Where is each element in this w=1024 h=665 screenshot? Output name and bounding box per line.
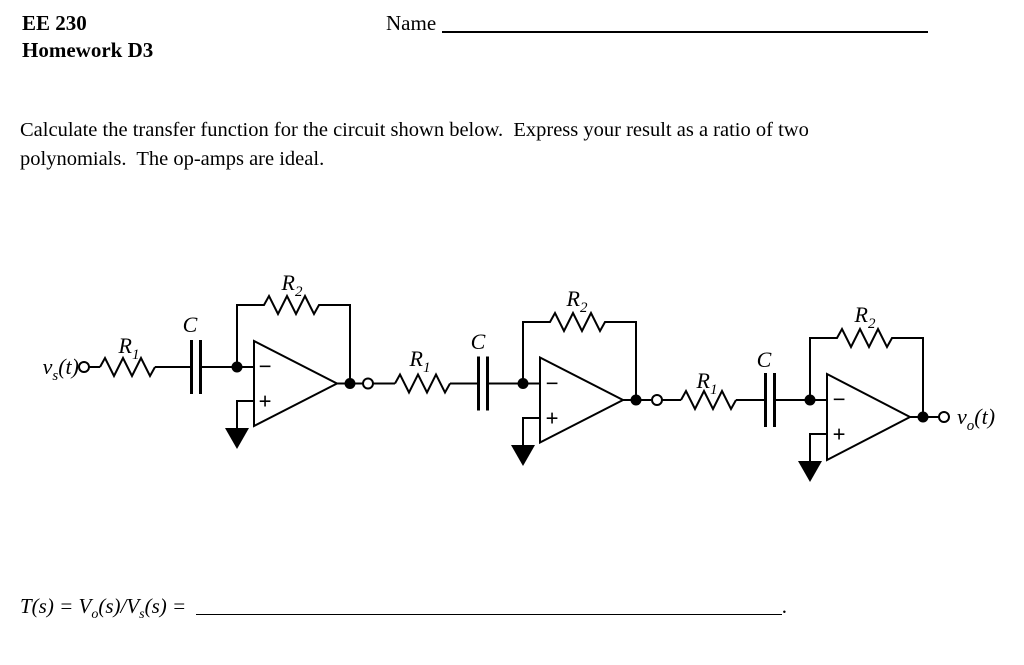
r2-label-stage2: R2 xyxy=(566,286,588,316)
node-dot xyxy=(517,378,529,389)
opamp-triangle-stage1 xyxy=(253,339,340,428)
ground-icon xyxy=(798,461,822,482)
output-voltage-label: vo(t) xyxy=(957,404,995,434)
r2-label-stage3: R2 xyxy=(854,302,876,332)
feedback-r2-stage3 xyxy=(809,326,924,413)
resistor-r1-stage1 xyxy=(99,355,156,379)
wire xyxy=(236,400,254,428)
r2-label-stage1: R2 xyxy=(281,270,303,300)
stage2-output-terminal xyxy=(651,394,663,406)
name-label: Name xyxy=(386,11,437,35)
formula-subscript: o xyxy=(91,607,99,623)
node-dot xyxy=(231,361,243,373)
inverting-input-sign: − xyxy=(832,387,845,412)
r1-label-stage2: R1 xyxy=(409,346,431,376)
formula-period: . xyxy=(782,594,788,618)
c-label-stage1: C xyxy=(183,312,198,337)
ground-icon xyxy=(511,445,535,466)
noninverting-input-sign: + xyxy=(258,389,271,414)
transfer-function-answer: T(s) = Vo(s)/Vs(s) =. xyxy=(20,594,787,623)
node-dot xyxy=(917,411,929,423)
feedback-r2-stage1 xyxy=(236,293,351,380)
node-dot xyxy=(804,394,816,406)
noninverting-input-sign: + xyxy=(832,422,845,447)
wire xyxy=(522,417,540,445)
stage1-output-terminal xyxy=(362,377,374,390)
formula-subscript: s xyxy=(139,607,145,623)
wire xyxy=(809,433,827,461)
opamp-triangle-stage2 xyxy=(539,355,626,445)
formula-text: (s)/V xyxy=(98,594,140,618)
node-dot xyxy=(630,394,642,406)
opamp-triangle-stage3 xyxy=(826,372,913,462)
r1-label-stage3: R1 xyxy=(696,368,718,398)
resistor-r1-stage3 xyxy=(680,388,737,412)
formula-text: (s) = xyxy=(144,594,187,618)
source-voltage-label: vs(t) xyxy=(43,354,79,384)
answer-blank-line xyxy=(196,610,783,615)
node-dot xyxy=(344,378,356,389)
opamp-stage-2: R1 C R2 − + xyxy=(394,286,681,466)
problem-text-line1: Calculate the transfer function for the … xyxy=(20,119,809,141)
input-terminal xyxy=(78,361,90,373)
assignment-title: Homework D3 xyxy=(22,38,154,62)
noninverting-input-sign: + xyxy=(545,406,558,431)
formula-text: T(s) = V xyxy=(20,594,92,618)
c-label-stage3: C xyxy=(757,347,772,372)
output-terminal xyxy=(938,411,950,423)
name-blank-line xyxy=(442,16,928,33)
c-label-stage2: C xyxy=(471,329,486,354)
inverting-input-sign: − xyxy=(545,371,558,396)
ground-icon xyxy=(225,428,249,449)
r1-label-stage1: R1 xyxy=(118,333,140,363)
opamp-stage-3: R1 C R2 − + vo(t) xyxy=(680,302,995,482)
resistor-r1-stage2 xyxy=(394,372,451,395)
feedback-r2-stage2 xyxy=(522,310,637,396)
inverting-input-sign: − xyxy=(258,354,271,379)
opamp-stage-1: vs(t) R1 C R2 − + xyxy=(43,270,395,449)
problem-text-line2: polynomials. The op-amps are ideal. xyxy=(20,148,325,170)
course-title: EE 230 xyxy=(22,11,87,35)
